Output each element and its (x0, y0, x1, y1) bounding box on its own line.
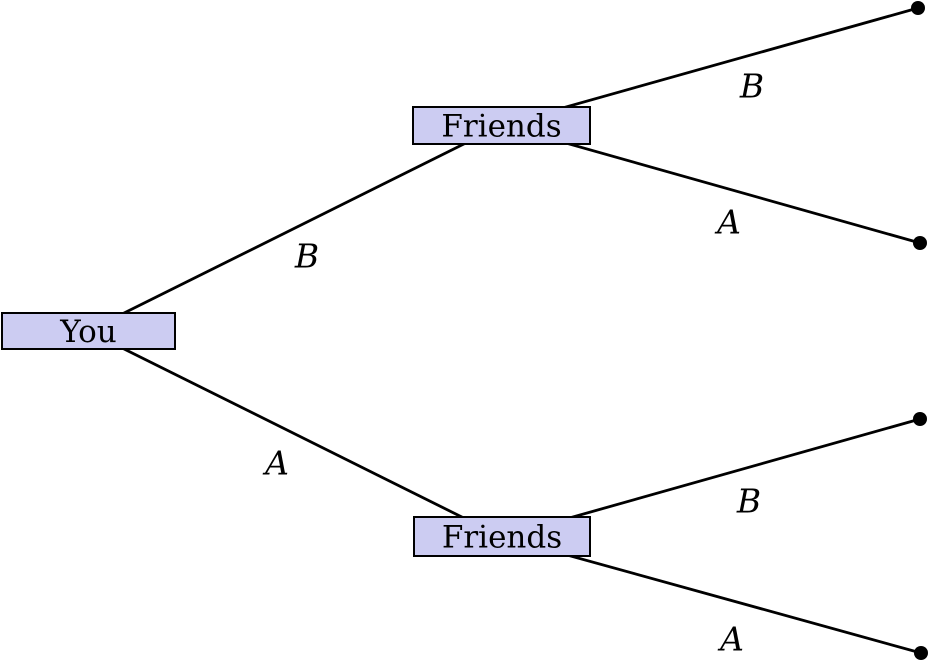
edge-you-to-friends-top (87, 123, 503, 333)
node-friends-top: Friends (412, 106, 591, 145)
edge-label-you-to-friends-top: B (294, 237, 319, 276)
node-box-friends-bottom (413, 516, 591, 557)
edge-label-you-to-friends-bottom: A (262, 444, 289, 483)
node-box-you (1, 312, 176, 350)
node-you: You (1, 312, 176, 350)
leaf-dot-leaf-bottom-a (914, 646, 928, 660)
node-label-friends-bottom: Friends (442, 519, 562, 555)
edge-label-friends-bottom-to-b: B (736, 482, 761, 521)
node-box-friends-top (412, 106, 591, 145)
node-label-friends-top: Friends (441, 108, 561, 144)
leaf-dot-leaf-top-a (913, 236, 927, 250)
node-label-you: You (59, 314, 116, 350)
node-friends-bottom: Friends (413, 516, 591, 557)
edge-label-friends-top-to-a: A (714, 203, 741, 242)
edge-you-to-friends-bottom (87, 329, 503, 539)
edge-label-friends-top-to-b: B (739, 67, 764, 106)
leaf-dot-leaf-bottom-b (913, 412, 927, 426)
edge-label-friends-bottom-to-a: A (717, 620, 744, 659)
leaf-dot-leaf-top-b (911, 1, 925, 15)
edge-friends-top-to-b (501, 6, 919, 127)
